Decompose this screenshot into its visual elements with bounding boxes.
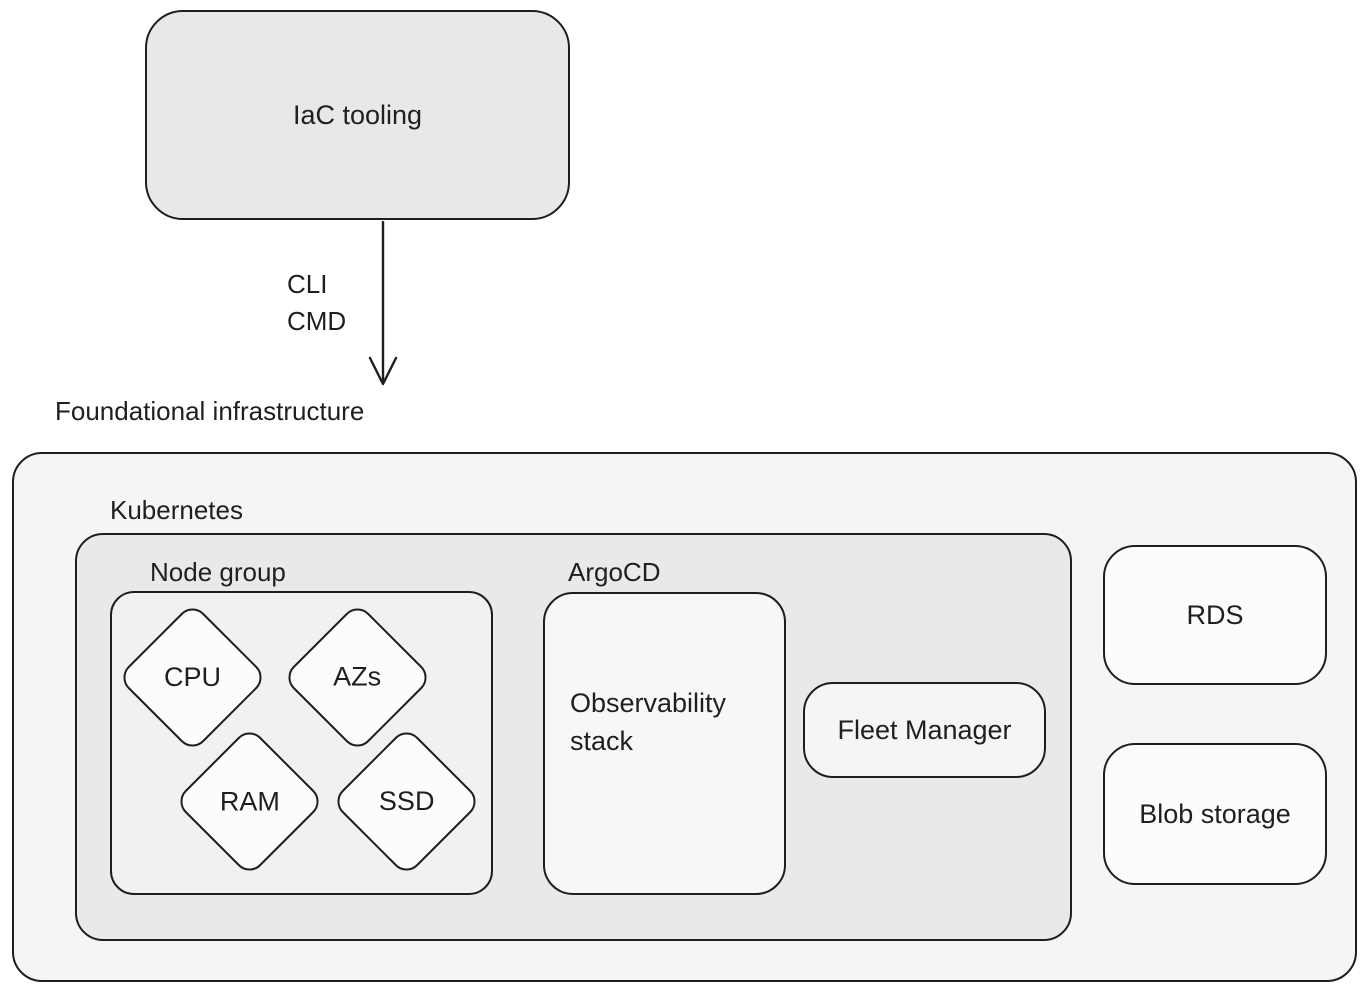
azs-label: AZs bbox=[333, 661, 382, 692]
observability-stack-label: Observability stack bbox=[570, 688, 727, 756]
ram-label: RAM bbox=[219, 786, 280, 816]
iac-tooling-label: IaC tooling bbox=[292, 99, 423, 130]
blob-storage-node[interactable]: Blob storage bbox=[1103, 743, 1327, 885]
node-group-label: Node group bbox=[150, 557, 286, 587]
foundational-infrastructure-label: Foundational infrastructure bbox=[55, 396, 365, 426]
blob-storage-label: Blob storage bbox=[1139, 798, 1291, 829]
kubernetes-label: Kubernetes bbox=[110, 495, 243, 525]
arrow-edge-label: CLI CMD bbox=[287, 266, 346, 340]
rds-label: RDS bbox=[1186, 599, 1244, 630]
fleet-manager-node[interactable]: Fleet Manager bbox=[803, 682, 1046, 778]
iac-tooling-node[interactable]: IaC tooling bbox=[145, 10, 570, 220]
ssd-label: SSD bbox=[378, 786, 435, 816]
edge-label-cmd: CMD bbox=[287, 306, 347, 336]
fleet-manager-label: Fleet Manager bbox=[837, 714, 1012, 745]
argocd-container[interactable]: Observability stack bbox=[543, 592, 786, 895]
cpu-label: CPU bbox=[163, 661, 222, 692]
flow-arrow bbox=[368, 221, 398, 386]
argocd-label: ArgoCD bbox=[568, 557, 661, 587]
edge-label-cli: CLI bbox=[287, 269, 328, 299]
rds-node[interactable]: RDS bbox=[1103, 545, 1327, 685]
